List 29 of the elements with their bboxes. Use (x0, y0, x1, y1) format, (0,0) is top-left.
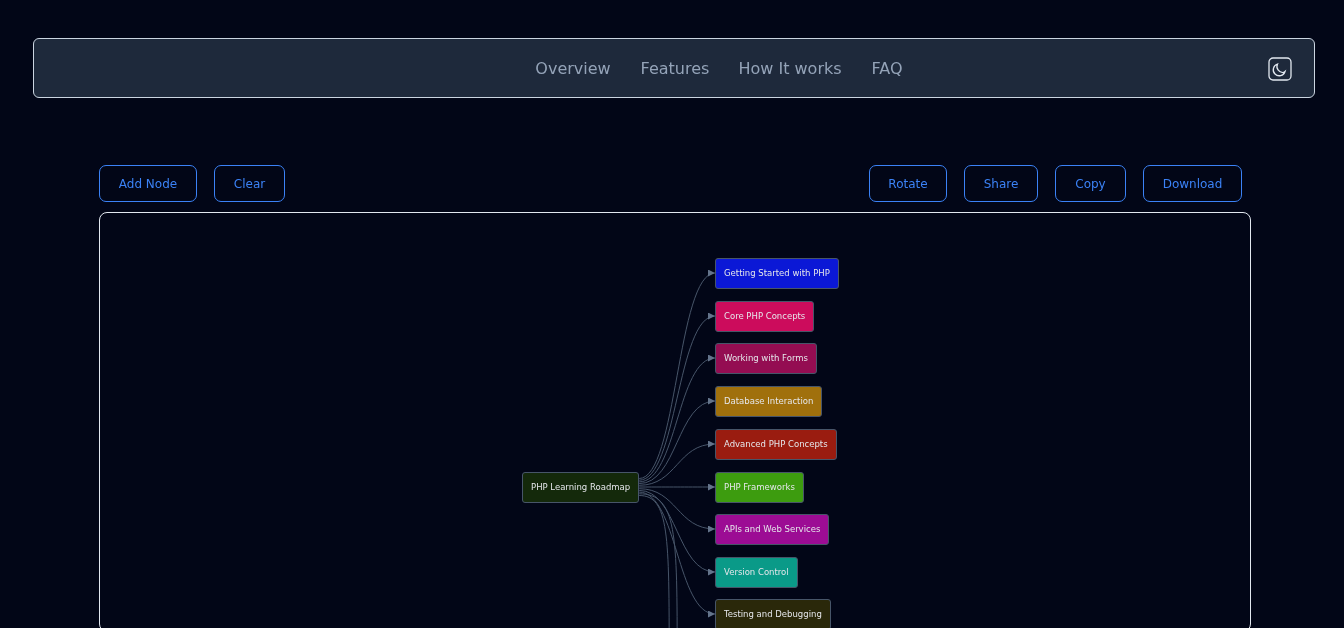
topic-box: Working with Forms (715, 342, 817, 374)
arrow (638, 441, 716, 486)
topic-box: Testing and Debugging (715, 598, 831, 628)
toolbar-button: Copy (1055, 165, 1126, 202)
arrow (638, 356, 716, 483)
nav-link: FAQ (871, 59, 903, 79)
toolbar-button: Rotate (869, 165, 947, 202)
toolbar-button: Share (964, 165, 1038, 202)
nav-link: Features (640, 59, 710, 79)
arrow (638, 315, 716, 481)
arrow (638, 488, 716, 532)
topic-box: Database Interaction (715, 385, 823, 417)
arrow (638, 398, 716, 485)
topic-box: APIs and Web Services (715, 513, 830, 545)
topic-box: Advanced PHP Concepts (715, 428, 837, 460)
arrow (638, 491, 716, 616)
topic-box: PHP Learning Roadmap (522, 471, 640, 503)
nav-link: Overview (535, 59, 611, 79)
toolbar-button: Download (1143, 165, 1242, 202)
nav-link: How It works (738, 59, 842, 79)
arrow (638, 483, 716, 491)
topic-box: PHP Frameworks (715, 471, 804, 503)
arrow (638, 489, 716, 575)
arrow (638, 272, 716, 479)
topic-box: Core PHP Concepts (715, 300, 815, 332)
topic-box: Version Control (715, 556, 798, 588)
toolbar-button: Clear (214, 165, 285, 202)
topic-box: Getting Started with PHP (715, 257, 839, 289)
toolbar-button: Add Node (99, 165, 197, 202)
